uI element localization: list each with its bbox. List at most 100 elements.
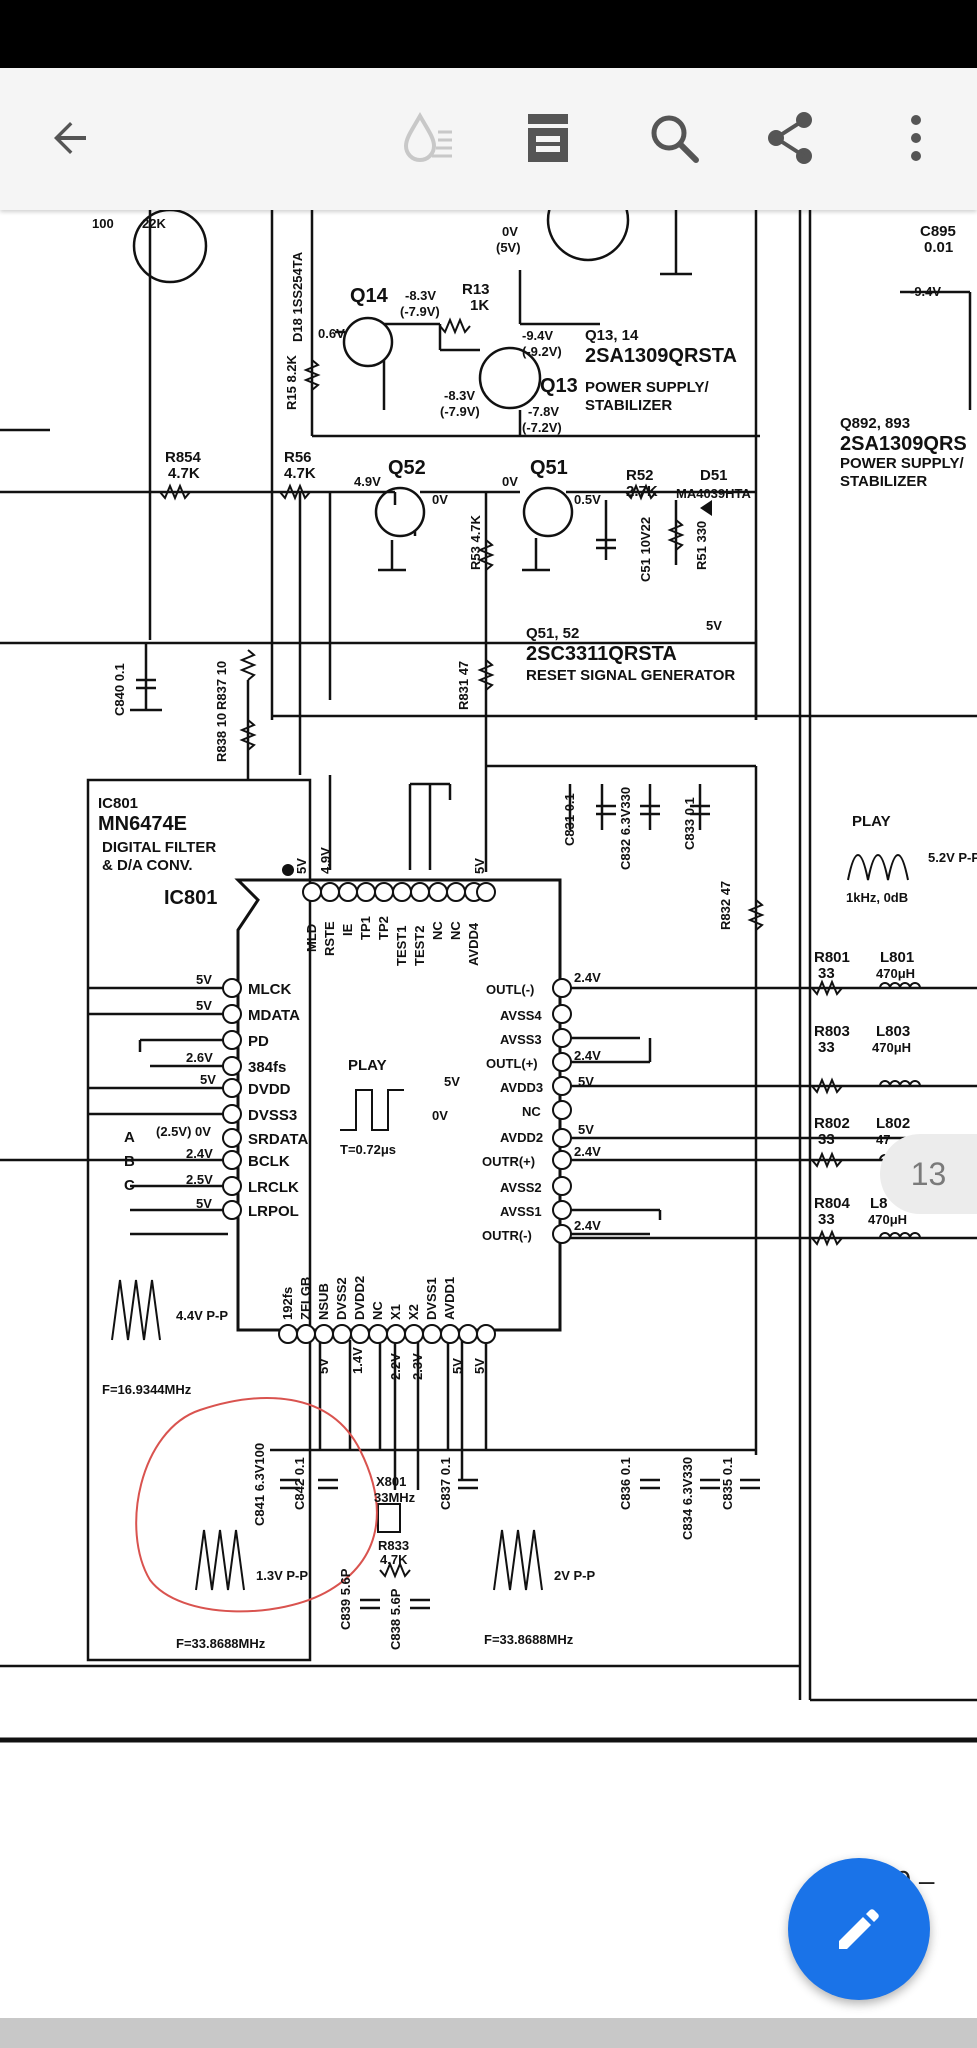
pin-bottom-23: AVDD1 (442, 1277, 457, 1320)
pin-bottom-27: NC (370, 1301, 385, 1320)
label-c840: C840 0.1 (112, 663, 127, 716)
label-v5-reset: 5V (706, 618, 722, 633)
label-q892-part: Q892, 893 (840, 415, 910, 432)
label-c834: C834 6.3V330 (680, 1457, 695, 1540)
label-c837: C837 0.1 (438, 1457, 453, 1510)
label-v49: 4.9V (354, 474, 381, 489)
annotation-circle (135, 1397, 378, 1613)
inner-v5: 5V (444, 1074, 460, 1089)
pin-left-41: MDATA (248, 1007, 300, 1024)
label-wave-right-freq: F=33.8688MHz (484, 1632, 574, 1647)
label-ic-part: MN6474E (98, 813, 187, 835)
label-top-0v: 0V (502, 224, 518, 239)
label-r804: R804 (814, 1195, 851, 1212)
label-r833: R833 (378, 1538, 409, 1553)
label-r831: R831 47 (456, 661, 471, 710)
right-v24c: 2.4V (574, 1144, 601, 1159)
share-icon (768, 112, 812, 164)
right-v24d: 2.4V (574, 1218, 601, 1233)
reading-mode-button[interactable] (508, 98, 588, 178)
label-v92: (-9.2V) (522, 344, 562, 359)
label-l803: L803 (876, 1023, 910, 1040)
label-c838: C838 5.6P (388, 1588, 403, 1650)
label-c895: C895 (920, 223, 956, 240)
status-bar (0, 0, 977, 68)
pin1-marker (282, 864, 294, 876)
pin-right-19: AVSS2 (500, 1180, 542, 1195)
document-viewer[interactable]: Q14 R13 1K -8.3V (-7.9V) 0.6V Q13, 14 2S… (0, 210, 977, 2018)
label-play-right: PLAY (852, 813, 891, 830)
pin-right-13: AVSS3 (500, 1032, 542, 1047)
label-q51: Q51 (530, 457, 568, 479)
more-options-button[interactable] (876, 98, 956, 178)
back-button[interactable] (30, 98, 110, 178)
label-c895-val: 0.01 (924, 239, 953, 256)
label-r854-val: 4.7K (168, 465, 200, 482)
label-play-freq: 1kHz, 0dB (846, 890, 908, 905)
pin-left-42: MLCK (248, 981, 291, 998)
label-r52-val: 2.7K (626, 483, 658, 500)
label-c831: C831 0.1 (562, 793, 577, 846)
left-v5c: 5V (200, 1072, 216, 1087)
label-x801: X801 (376, 1474, 406, 1489)
label-l803-val: 470μH (872, 1040, 911, 1055)
label-v0a: 0V (432, 492, 448, 507)
pin-bottom-26: X1 (388, 1304, 403, 1320)
label-r833-val: 4.7K (380, 1552, 408, 1567)
label-r854: R854 (165, 449, 202, 466)
label-abc-b: B (124, 1153, 135, 1170)
search-button[interactable] (634, 98, 714, 178)
right-v5b: 5V (578, 1122, 594, 1137)
label-v79a: (-7.9V) (400, 304, 440, 319)
label-wave-left-amp: 4.4V P-P (176, 1308, 228, 1323)
bottom-v23: 2.3V (410, 1353, 425, 1380)
ic-pin-circles (222, 882, 572, 1344)
left-v24: 2.4V (186, 1146, 213, 1161)
label-l802: L802 (876, 1115, 910, 1132)
pin-left-40: PD (248, 1033, 269, 1050)
left-v25: 2.5V (186, 1172, 213, 1187)
label-r801: R801 (814, 949, 850, 966)
label-abc-a: A (124, 1129, 135, 1146)
pin-left-35: BCLK (248, 1153, 290, 1170)
pin-top-9: NC (448, 921, 463, 940)
label-d51-part: MA4039HTA (676, 486, 752, 501)
label-v05: 0.5V (574, 492, 601, 507)
label-c841: C841 6.3V100 (252, 1443, 267, 1526)
schematic-page: Q14 R13 1K -8.3V (-7.9V) 0.6V Q13, 14 2S… (0, 210, 977, 1743)
edit-fab-button[interactable] (788, 1858, 930, 2000)
label-q13-desc1: POWER SUPPLY/ (585, 379, 709, 396)
label-c836: C836 0.1 (618, 1457, 633, 1510)
pin-left-33: LRPOL (248, 1203, 299, 1220)
diode-d51 (700, 500, 712, 516)
left-v5d: 5V (196, 1196, 212, 1211)
label-q892-desc1: POWER SUPPLY/ (840, 455, 964, 472)
label-c842: C842 0.1 (292, 1457, 307, 1510)
label-v79b: (-7.9V) (440, 404, 480, 419)
label-l804: L8 (870, 1195, 888, 1212)
label-wave-xtal-freq: F=33.8688MHz (176, 1636, 266, 1651)
right-v24b: 2.4V (574, 1048, 601, 1063)
label-period: T=0.72μs (340, 1142, 396, 1157)
label-pin2-49v: 4.9V (318, 847, 333, 874)
share-button[interactable] (750, 98, 830, 178)
label-q14: Q14 (350, 285, 389, 307)
label-q13-type: 2SA1309QRSTA (585, 345, 737, 367)
label-v78: -7.8V (528, 404, 559, 419)
label-ic-ref: IC801 (98, 795, 138, 812)
right-v5a: 5V (578, 1074, 594, 1089)
pin-right-20: AVSS1 (500, 1204, 542, 1219)
label-l802-val: 47 (876, 1132, 890, 1147)
label-l804-val: 470μH (868, 1212, 907, 1227)
pin-bottom-30: NSUB (316, 1283, 331, 1320)
label-l801: L801 (880, 949, 914, 966)
pin-top-3: IE (340, 923, 355, 936)
label-c832: C832 6.3V330 (618, 787, 633, 870)
eco-ink-button[interactable] (388, 98, 468, 178)
label-ic-func2: & D/A CONV. (102, 857, 193, 874)
label-r53: R53 4.7K (468, 514, 483, 570)
pin-top-8: NC (430, 921, 445, 940)
label-c833: C833 0.1 (682, 797, 697, 850)
pin-right-15: AVDD3 (500, 1080, 543, 1095)
label-r804-val: 33 (818, 1211, 835, 1228)
